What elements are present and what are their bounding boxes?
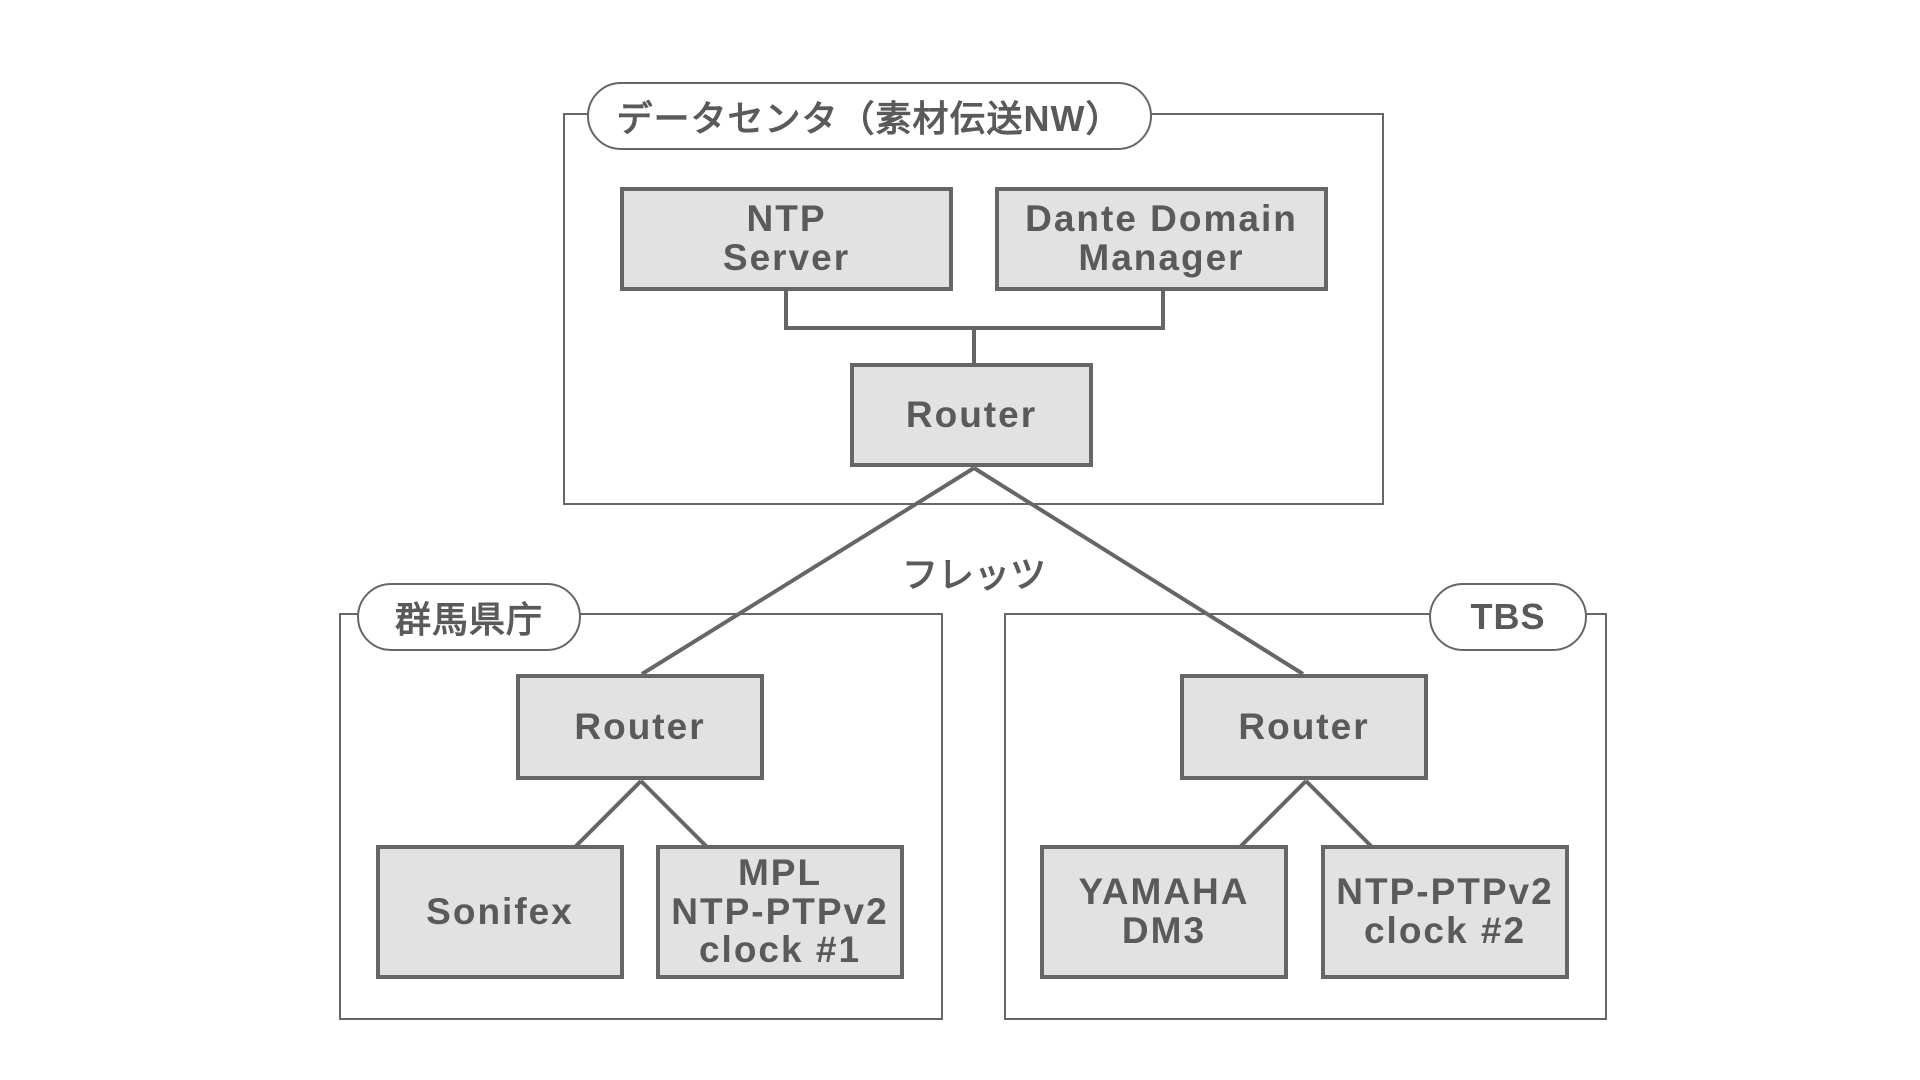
yamaha-line1: YAMAHA xyxy=(1078,871,1250,913)
gunma-router-label: Router xyxy=(574,705,706,747)
gunma-group xyxy=(339,613,943,1020)
link-dante-to-router xyxy=(974,290,1165,330)
link-gunma-router-to-sonifex xyxy=(572,779,643,850)
mpl-clock-line1: MPL xyxy=(737,851,823,893)
link-gunma-router-to-mpl xyxy=(639,779,710,850)
mpl-clock-box: MPL NTP-PTPv2 clock #1 xyxy=(656,845,904,979)
mpl-clock-line2: NTP-PTPv2 xyxy=(671,890,889,932)
sonifex-box: Sonifex xyxy=(376,845,624,979)
dante-line1: Dante Domain xyxy=(1025,198,1298,240)
link-dc-router-to-tbs-router xyxy=(972,466,1305,676)
link-dc-router-to-gunma-router xyxy=(640,466,976,676)
ntp-server-box: NTP Server xyxy=(620,187,953,291)
ntp-server-line1: NTP xyxy=(746,198,827,240)
dante-line2: Manager xyxy=(1078,237,1245,278)
datacenter-label: データセンタ（素材伝送NW） xyxy=(587,82,1152,150)
network-label: フレッツ xyxy=(902,554,1047,595)
yamaha-line2: DM3 xyxy=(1121,910,1207,951)
yamaha-dm3-box: YAMAHA DM3 xyxy=(1040,845,1288,979)
clock2-line2: clock #2 xyxy=(1363,910,1527,951)
datacenter-router-box: Router xyxy=(850,363,1093,467)
tbs-label: TBS xyxy=(1429,583,1587,651)
tbs-router-label: Router xyxy=(1238,705,1370,747)
link-ntp-to-router xyxy=(784,290,976,365)
mpl-clock-line3: clock #1 xyxy=(698,929,862,971)
link-tbs-router-to-yamaha xyxy=(1237,779,1308,850)
clock2-line1: NTP-PTPv2 xyxy=(1336,871,1554,913)
ntp-server-line2: Server xyxy=(722,237,851,278)
datacenter-router-label: Router xyxy=(905,393,1038,435)
gunma-router-box: Router xyxy=(516,674,764,780)
gunma-label: 群馬県庁 xyxy=(357,583,581,651)
sonifex-label: Sonifex xyxy=(426,890,574,932)
link-tbs-router-to-clock2 xyxy=(1304,779,1375,850)
tbs-group xyxy=(1004,613,1607,1020)
ntp-ptp-clock2-box: NTP-PTPv2 clock #2 xyxy=(1321,845,1569,979)
dante-domain-manager-box: Dante Domain Manager xyxy=(995,187,1328,291)
tbs-router-box: Router xyxy=(1180,674,1428,780)
